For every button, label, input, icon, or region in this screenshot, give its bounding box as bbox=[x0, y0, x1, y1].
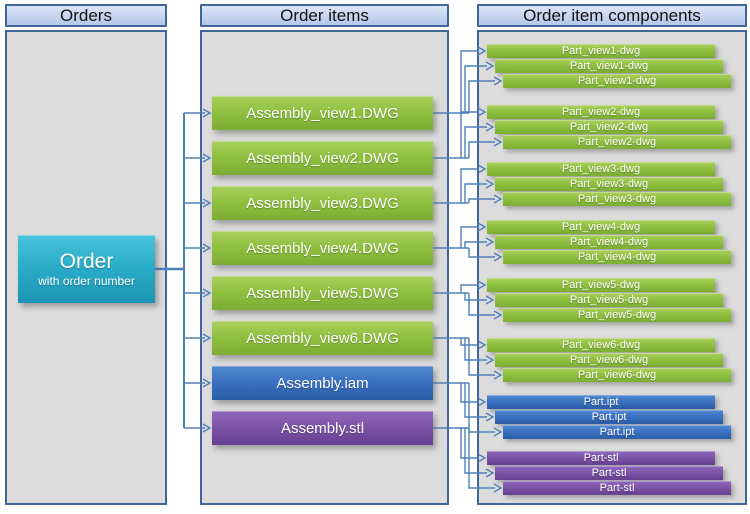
component-bar-label: Part-stl bbox=[599, 482, 635, 494]
component-bar-label: Part_view5-dwg bbox=[561, 279, 641, 291]
component-bar-label: Part.ipt bbox=[583, 396, 619, 408]
component-bar: Part_view5-dwg bbox=[495, 293, 723, 307]
component-bar: Part_view4-dwg bbox=[495, 235, 723, 249]
order-items-column-header: Order items bbox=[200, 4, 449, 27]
order-item-label: Assembly.iam bbox=[276, 374, 369, 392]
component-bar-label: Part_view6-dwg bbox=[577, 369, 657, 381]
component-bar: Part.ipt bbox=[487, 395, 715, 409]
component-bar: Part_view1-dwg bbox=[487, 44, 715, 58]
order-item-label: Assembly_view3.DWG bbox=[246, 194, 399, 212]
order-items-column-title: Order items bbox=[280, 5, 369, 25]
component-bar-label: Part.ipt bbox=[591, 411, 627, 423]
component-bar: Part_view5-dwg bbox=[487, 278, 715, 292]
component-bar-label: Part_view6-dwg bbox=[561, 339, 641, 351]
order-item-node: Assembly_view4.DWG bbox=[212, 231, 433, 265]
component-bar-label: Part_view1-dwg bbox=[577, 75, 657, 87]
component-bar-label: Part_view2-dwg bbox=[569, 121, 649, 133]
order-item-node: Assembly_view5.DWG bbox=[212, 276, 433, 310]
component-bar-label: Part_view1-dwg bbox=[561, 45, 641, 57]
order-item-node: Assembly_view1.DWG bbox=[212, 96, 433, 130]
component-bar-label: Part_view3-dwg bbox=[561, 163, 641, 175]
order-item-label: Assembly.stl bbox=[280, 419, 365, 437]
component-bar: Part_view4-dwg bbox=[487, 220, 715, 234]
order-node-subtitle: with order number bbox=[38, 273, 135, 288]
component-bar-label: Part_view1-dwg bbox=[569, 60, 649, 72]
component-bar-label: Part_view3-dwg bbox=[577, 193, 657, 205]
order-item-label: Assembly_view5.DWG bbox=[246, 284, 399, 302]
orders-column-title: Orders bbox=[60, 5, 112, 25]
order-item-node: Assembly.iam bbox=[212, 366, 433, 400]
component-bar-label: Part_view2-dwg bbox=[577, 136, 657, 148]
component-bar-label: Part_view5-dwg bbox=[577, 309, 657, 321]
order-item-label: Assembly_view4.DWG bbox=[246, 239, 399, 257]
component-bar: Part_view2-dwg bbox=[487, 105, 715, 119]
component-bar: Part-stl bbox=[487, 451, 715, 465]
order-item-node: Assembly_view6.DWG bbox=[212, 321, 433, 355]
order-item-components-column-header: Order item components bbox=[477, 4, 747, 27]
orders-column-header: Orders bbox=[5, 4, 167, 27]
component-bar-label: Part_view4-dwg bbox=[561, 221, 641, 233]
component-bar-label: Part.ipt bbox=[599, 426, 635, 438]
order-item-label: Assembly_view2.DWG bbox=[246, 149, 399, 167]
component-bar: Part.ipt bbox=[503, 425, 731, 439]
component-bar: Part_view4-dwg bbox=[503, 250, 731, 264]
component-bar-label: Part-stl bbox=[591, 467, 627, 479]
component-bar: Part_view3-dwg bbox=[503, 192, 731, 206]
component-bar: Part.ipt bbox=[495, 410, 723, 424]
component-bar: Part_view2-dwg bbox=[495, 120, 723, 134]
component-bar: Part_view1-dwg bbox=[495, 59, 723, 73]
order-node-title: Order bbox=[59, 249, 114, 273]
component-bar-label: Part_view4-dwg bbox=[569, 236, 649, 248]
component-bar: Part_view6-dwg bbox=[487, 338, 715, 352]
component-bar-label: Part_view4-dwg bbox=[577, 251, 657, 263]
component-bar: Part-stl bbox=[495, 466, 723, 480]
component-bar: Part_view2-dwg bbox=[503, 135, 731, 149]
order-item-label: Assembly_view1.DWG bbox=[246, 104, 399, 122]
component-bar-label: Part_view3-dwg bbox=[569, 178, 649, 190]
component-bar: Part_view3-dwg bbox=[495, 177, 723, 191]
order-item-node: Assembly_view3.DWG bbox=[212, 186, 433, 220]
component-bar-label: Part_view6-dwg bbox=[569, 354, 649, 366]
order-item-node: Assembly.stl bbox=[212, 411, 433, 445]
component-bar-label: Part_view5-dwg bbox=[569, 294, 649, 306]
component-bar: Part_view6-dwg bbox=[495, 353, 723, 367]
order-item-node: Assembly_view2.DWG bbox=[212, 141, 433, 175]
order-item-components-column-title: Order item components bbox=[523, 5, 701, 25]
component-bar: Part_view5-dwg bbox=[503, 308, 731, 322]
component-bar-label: Part-stl bbox=[583, 452, 619, 464]
component-bar: Part-stl bbox=[503, 481, 731, 495]
order-item-label: Assembly_view6.DWG bbox=[246, 329, 399, 347]
component-bar: Part_view1-dwg bbox=[503, 74, 731, 88]
order-node: Order with order number bbox=[18, 235, 155, 303]
component-bar-label: Part_view2-dwg bbox=[561, 106, 641, 118]
component-bar: Part_view3-dwg bbox=[487, 162, 715, 176]
component-bar: Part_view6-dwg bbox=[503, 368, 731, 382]
